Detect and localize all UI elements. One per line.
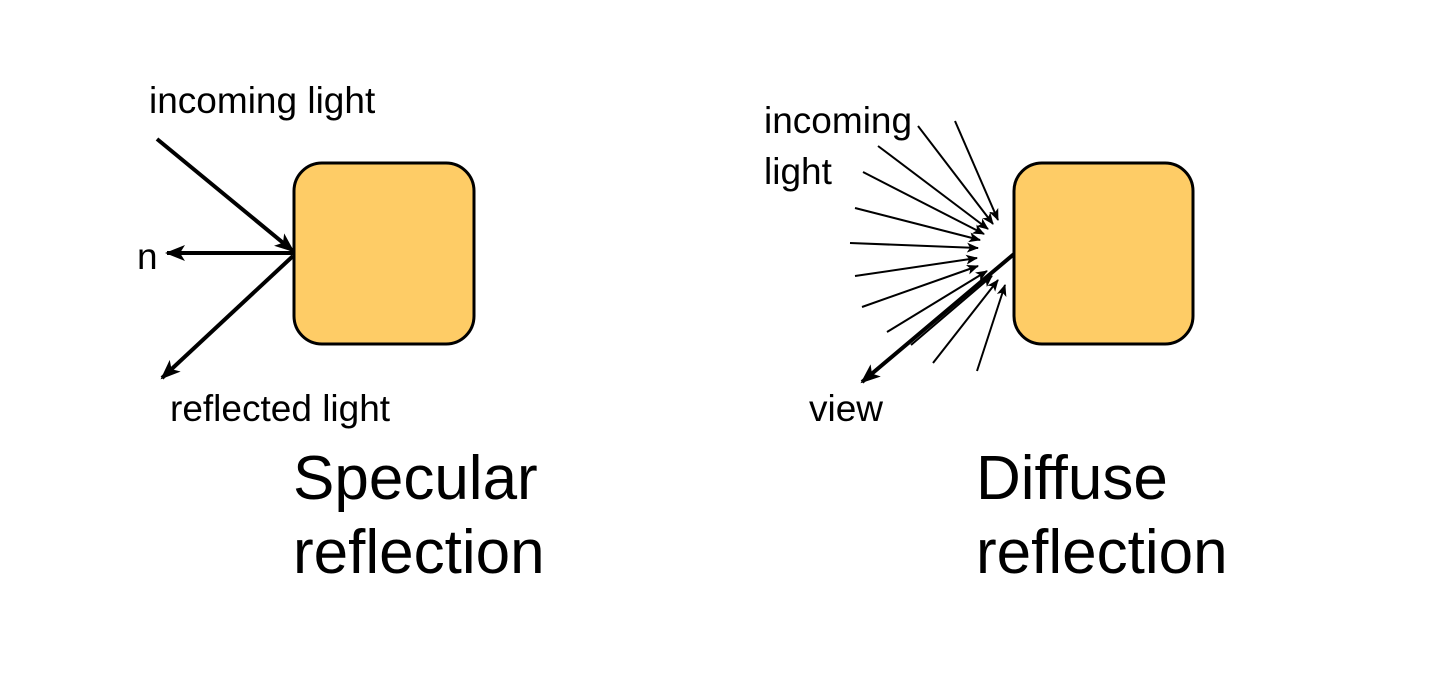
specular-caption-line1: Specular [293,444,538,513]
diffuse-view-ray [860,252,1016,384]
diffuse-ray [886,270,988,333]
diffuse-ray [849,242,979,253]
specular-reflected-ray [160,254,295,380]
specular-normal-label: n [137,236,158,277]
diffuse-ray [854,254,978,277]
diffuse-ray [954,120,999,221]
diffuse-ray [932,279,999,364]
specular-caption: Specular reflection [293,442,545,591]
diffuse-caption-line2: reflection [976,518,1228,588]
specular-caption-line2: reflection [293,518,545,588]
diffuse-ray [976,284,1007,372]
diffuse-ray [917,125,994,225]
diffuse-caption-line1: Diffuse [976,444,1168,513]
diffuse-incoming-label-line1: incoming [764,100,913,141]
diffuse-diagram [849,120,1195,384]
diffuse-ray [877,145,989,230]
diffuse-ray [861,264,979,308]
diffuse-caption: Diffuse reflection [976,442,1228,591]
diffuse-ray [862,171,985,235]
specular-block [292,161,476,346]
diffuse-incoming-label-line2: light [764,151,832,192]
specular-reflected-light-label: reflected light [170,388,391,429]
diffuse-block [1012,161,1195,346]
diffuse-ray [910,275,993,346]
diffuse-view-label: view [809,388,884,429]
diffuse-ray [854,207,981,243]
diffuse-incoming-rays [849,120,1007,372]
specular-incoming-light-label: incoming light [149,80,376,121]
specular-incoming-ray [155,137,295,253]
specular-diagram [155,137,476,380]
